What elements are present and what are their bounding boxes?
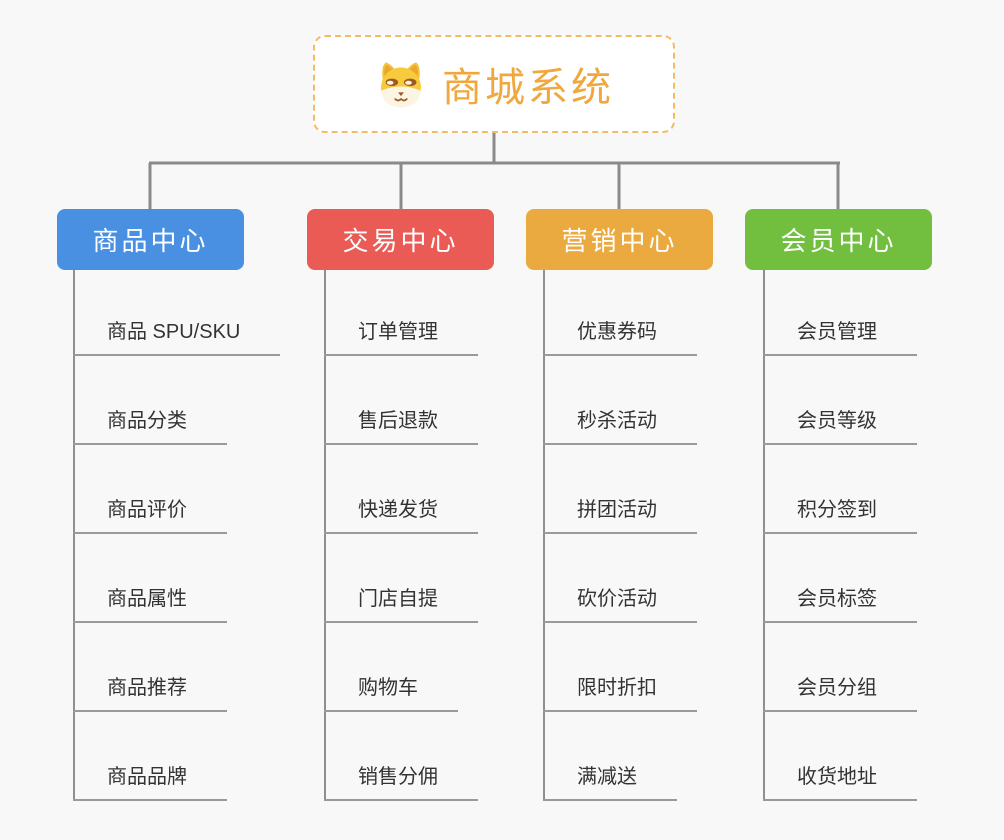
topic-item[interactable]: 积分签到 bbox=[763, 497, 917, 534]
topic-item[interactable]: 商品品牌 bbox=[73, 764, 227, 801]
topic-item[interactable]: 门店自提 bbox=[324, 586, 478, 623]
branch-product-center[interactable]: 商品中心 bbox=[57, 209, 244, 270]
topic-item[interactable]: 商品推荐 bbox=[73, 675, 227, 712]
topic-item[interactable]: 砍价活动 bbox=[543, 586, 697, 623]
topic-item[interactable]: 限时折扣 bbox=[543, 675, 697, 712]
topic-item[interactable]: 售后退款 bbox=[324, 408, 478, 445]
root-topic[interactable]: 商城系统 bbox=[313, 35, 675, 133]
root-title: 商城系统 bbox=[442, 66, 614, 110]
dog-face-icon bbox=[374, 59, 428, 109]
topic-item[interactable]: 商品属性 bbox=[73, 586, 227, 623]
topic-item[interactable]: 优惠券码 bbox=[543, 319, 697, 356]
topic-item[interactable]: 销售分佣 bbox=[324, 764, 478, 801]
topic-item[interactable]: 会员分组 bbox=[763, 675, 917, 712]
branch-member-center[interactable]: 会员中心 bbox=[745, 209, 932, 270]
topic-item[interactable]: 订单管理 bbox=[324, 319, 478, 356]
topic-item[interactable]: 会员等级 bbox=[763, 408, 917, 445]
branch-label: 营销中心 bbox=[561, 226, 678, 256]
topic-item[interactable]: 秒杀活动 bbox=[543, 408, 697, 445]
topic-item[interactable]: 满减送 bbox=[543, 764, 677, 801]
topic-item[interactable]: 收货地址 bbox=[763, 764, 917, 801]
topic-item[interactable]: 商品评价 bbox=[73, 497, 227, 534]
branch-label: 会员中心 bbox=[780, 226, 897, 256]
topic-item[interactable]: 商品 SPU/SKU bbox=[73, 319, 281, 356]
branch-trade-center[interactable]: 交易中心 bbox=[307, 209, 494, 270]
topic-item[interactable]: 购物车 bbox=[324, 675, 458, 712]
topic-item[interactable]: 拼团活动 bbox=[543, 497, 697, 534]
topic-item[interactable]: 会员标签 bbox=[763, 586, 917, 623]
branch-marketing-center[interactable]: 营销中心 bbox=[526, 209, 713, 270]
branch-label: 商品中心 bbox=[92, 226, 209, 256]
topic-item[interactable]: 会员管理 bbox=[763, 319, 917, 356]
topic-item[interactable]: 快递发货 bbox=[324, 497, 478, 534]
branch-label: 交易中心 bbox=[342, 226, 459, 256]
topic-item[interactable]: 商品分类 bbox=[73, 408, 227, 445]
